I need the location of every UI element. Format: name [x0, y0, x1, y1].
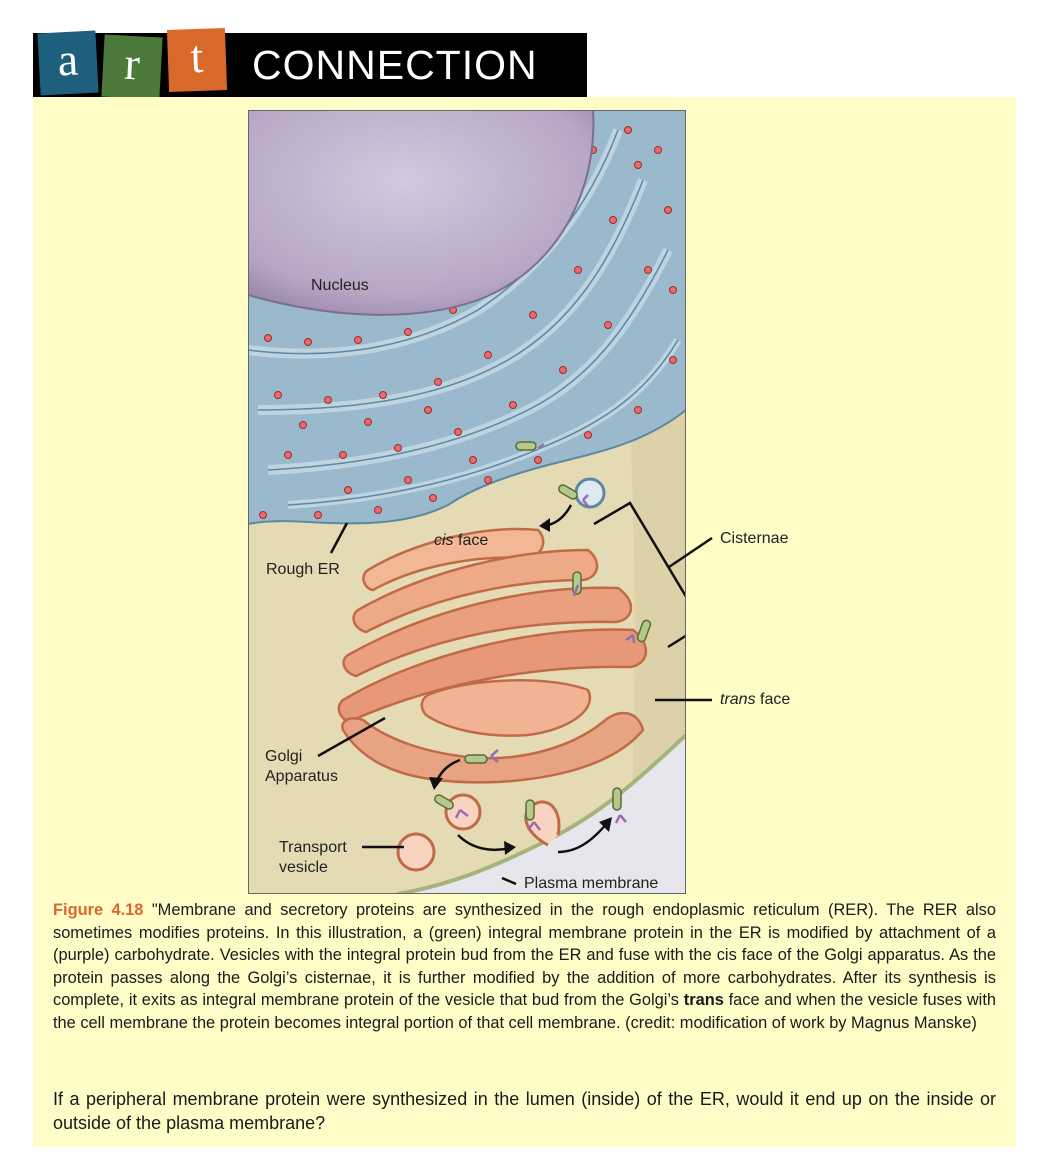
banner-title: CONNECTION — [252, 42, 538, 88]
label-cisternae: Cisternae — [720, 530, 789, 547]
question-text: If a peripheral membrane protein were sy… — [53, 1089, 996, 1133]
label-nucleus: Nucleus — [311, 277, 369, 294]
golgi-illustration — [248, 110, 686, 894]
extracellular-space — [398, 735, 686, 894]
figure-number: Figure 4.18 — [53, 901, 144, 919]
caption-bold-trans: trans — [683, 991, 724, 1009]
nucleus — [248, 110, 595, 316]
figure-caption: Figure 4.18 "Membrane and secretory prot… — [53, 899, 996, 1034]
caption-text-2: face and when the vesicle fuses with the… — [53, 991, 996, 1032]
transport-vesicle — [396, 832, 436, 872]
label-trans-face: trans face — [720, 691, 791, 708]
label-plasma-membrane: Plasma membrane — [524, 875, 659, 892]
golgi-apparatus — [337, 527, 647, 784]
caption-text-1: "Membrane and secretory proteins are syn… — [53, 901, 996, 1009]
label-cis-face: cis face — [434, 532, 489, 549]
rough-er — [248, 110, 686, 526]
label-rough-er: Rough ER — [266, 561, 340, 578]
